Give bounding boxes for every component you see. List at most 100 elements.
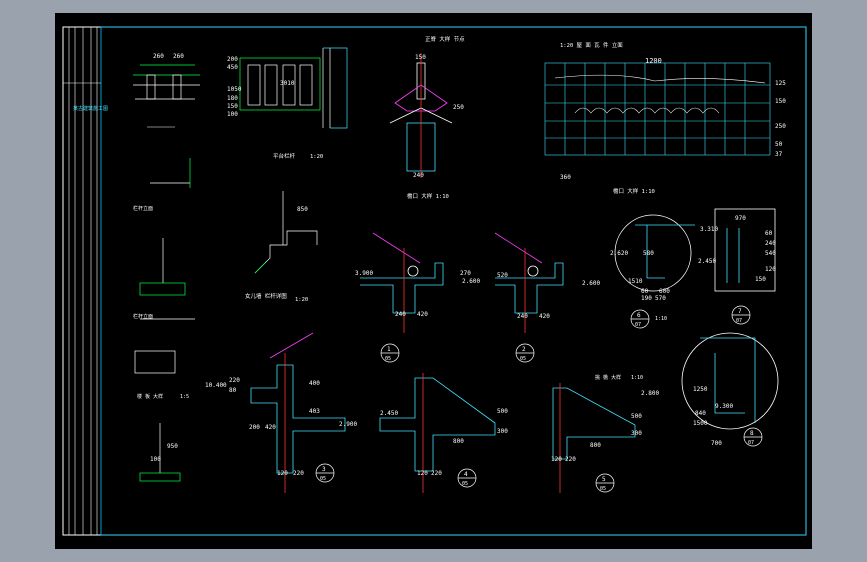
- d500b: 500: [631, 413, 642, 420]
- dim-150b: 150: [775, 98, 786, 105]
- title-strip: [63, 27, 101, 535]
- d1500: 1500: [693, 420, 708, 427]
- callout-1b: 05: [385, 356, 391, 362]
- d220d: 220: [565, 456, 576, 463]
- d120b: 120: [417, 470, 428, 477]
- ridge-detail: [389, 53, 453, 178]
- bottom-left-label: 楼 板 大样: [137, 393, 163, 400]
- d270: 270: [460, 270, 471, 277]
- detail-title: 挑 檐 大样: [595, 374, 621, 381]
- d240a: 240: [395, 311, 406, 318]
- dim-125: 125: [775, 80, 786, 87]
- d60: 60: [765, 230, 773, 237]
- inner-border: [100, 26, 807, 536]
- dim-1200: 1200: [645, 57, 662, 65]
- stair-section: [254, 191, 318, 274]
- d100: 100: [150, 456, 161, 463]
- d700: 700: [711, 440, 722, 447]
- d240c: 240: [765, 240, 776, 247]
- callout-6: 6: [637, 312, 641, 319]
- d840: 840: [695, 410, 706, 417]
- callout-3b: 05: [320, 476, 326, 482]
- callout-2b: 05: [520, 356, 526, 362]
- d800: 800: [453, 438, 464, 445]
- dim-37: 37: [775, 151, 783, 158]
- eave-detail-a: [360, 232, 444, 333]
- dim-180: 180: [227, 95, 238, 102]
- d9300: 9.300: [715, 403, 733, 410]
- d120: 120: [765, 266, 776, 273]
- d3900: 3.900: [355, 270, 373, 277]
- d240b: 240: [517, 313, 528, 320]
- box-detail-7: [714, 208, 776, 292]
- left-details: [134, 158, 195, 482]
- d600: 600: [659, 288, 670, 295]
- d150: 150: [755, 276, 766, 283]
- d950: 950: [167, 443, 178, 450]
- callout-4: 4: [464, 471, 468, 478]
- callout-1: 1: [387, 346, 391, 353]
- dim-360: 360: [560, 174, 571, 181]
- drawing-sheet[interactable]: 某古建筑施工图 260 260: [55, 13, 812, 549]
- d1510: 1510: [628, 278, 643, 285]
- dim-1050: 1050: [227, 86, 242, 93]
- callout-6b: 07: [635, 322, 641, 328]
- dim-250: 250: [453, 104, 464, 111]
- parapet-detail: [250, 332, 346, 493]
- d580: 580: [643, 250, 654, 257]
- rail-a: 栏杆立面: [133, 205, 153, 212]
- rail-b: 栏杆立面: [133, 313, 153, 320]
- dim-150: 150: [415, 54, 426, 61]
- d3310: 3.310: [700, 226, 718, 233]
- d200: 200: [249, 424, 260, 431]
- d300: 300: [497, 428, 508, 435]
- d190: 190: [641, 295, 652, 302]
- d420: 420: [265, 424, 276, 431]
- d220b: 220: [293, 470, 304, 477]
- d120: 120: [277, 470, 288, 477]
- d1250: 1250: [693, 386, 708, 393]
- dim-200: 200: [227, 56, 238, 63]
- circle-detail-6: [614, 214, 695, 292]
- d2450b: 2.450: [380, 410, 398, 417]
- callout-3: 3: [322, 466, 326, 473]
- dim-100: 100: [227, 111, 238, 118]
- d2800: 2.800: [641, 390, 659, 397]
- eave-detail-b: [494, 232, 564, 333]
- dim-240: 240: [413, 172, 424, 179]
- bottom-scale: 1:5: [180, 394, 189, 400]
- d420b: 420: [539, 313, 550, 320]
- railing-scale: 1:20: [295, 297, 308, 303]
- d570: 570: [655, 295, 666, 302]
- callout-7b: 07: [736, 318, 742, 324]
- d2450: 2.450: [698, 258, 716, 265]
- d300b: 300: [631, 430, 642, 437]
- d60b: 60: [641, 288, 649, 295]
- ridge-title: 正脊 大样 节点: [425, 35, 465, 43]
- dim-250b: 250: [775, 123, 786, 130]
- eave-b-title: 檐口 大样 1:10: [613, 187, 655, 195]
- callout-2: 2: [522, 346, 526, 353]
- callout-5b: 05: [600, 486, 606, 492]
- tile-title: 1:20 屋 面 瓦 件 立面: [560, 41, 623, 49]
- dim-50: 50: [775, 141, 783, 148]
- d2620: 2.620: [610, 250, 628, 257]
- callout-5: 5: [602, 476, 606, 483]
- d540: 540: [765, 250, 776, 257]
- d220: 220: [229, 377, 240, 384]
- detail-a-scale: 1:10: [655, 316, 667, 322]
- railing-title: 女儿墙 栏杆详图: [245, 292, 287, 300]
- callout-4b: 05: [462, 481, 468, 487]
- stair-detail-4: [379, 373, 496, 493]
- d800b: 800: [590, 442, 601, 449]
- d10400: 10.400: [205, 382, 227, 389]
- d970: 970: [735, 215, 746, 222]
- d500: 500: [497, 408, 508, 415]
- d120c: 120: [551, 456, 562, 463]
- callout-8: 8: [750, 430, 754, 437]
- drawing-svg: 某古建筑施工图 260 260: [62, 26, 807, 536]
- d220c: 220: [431, 470, 442, 477]
- callouts: [315, 305, 763, 493]
- sheet-note: 某古建筑施工图: [73, 105, 108, 112]
